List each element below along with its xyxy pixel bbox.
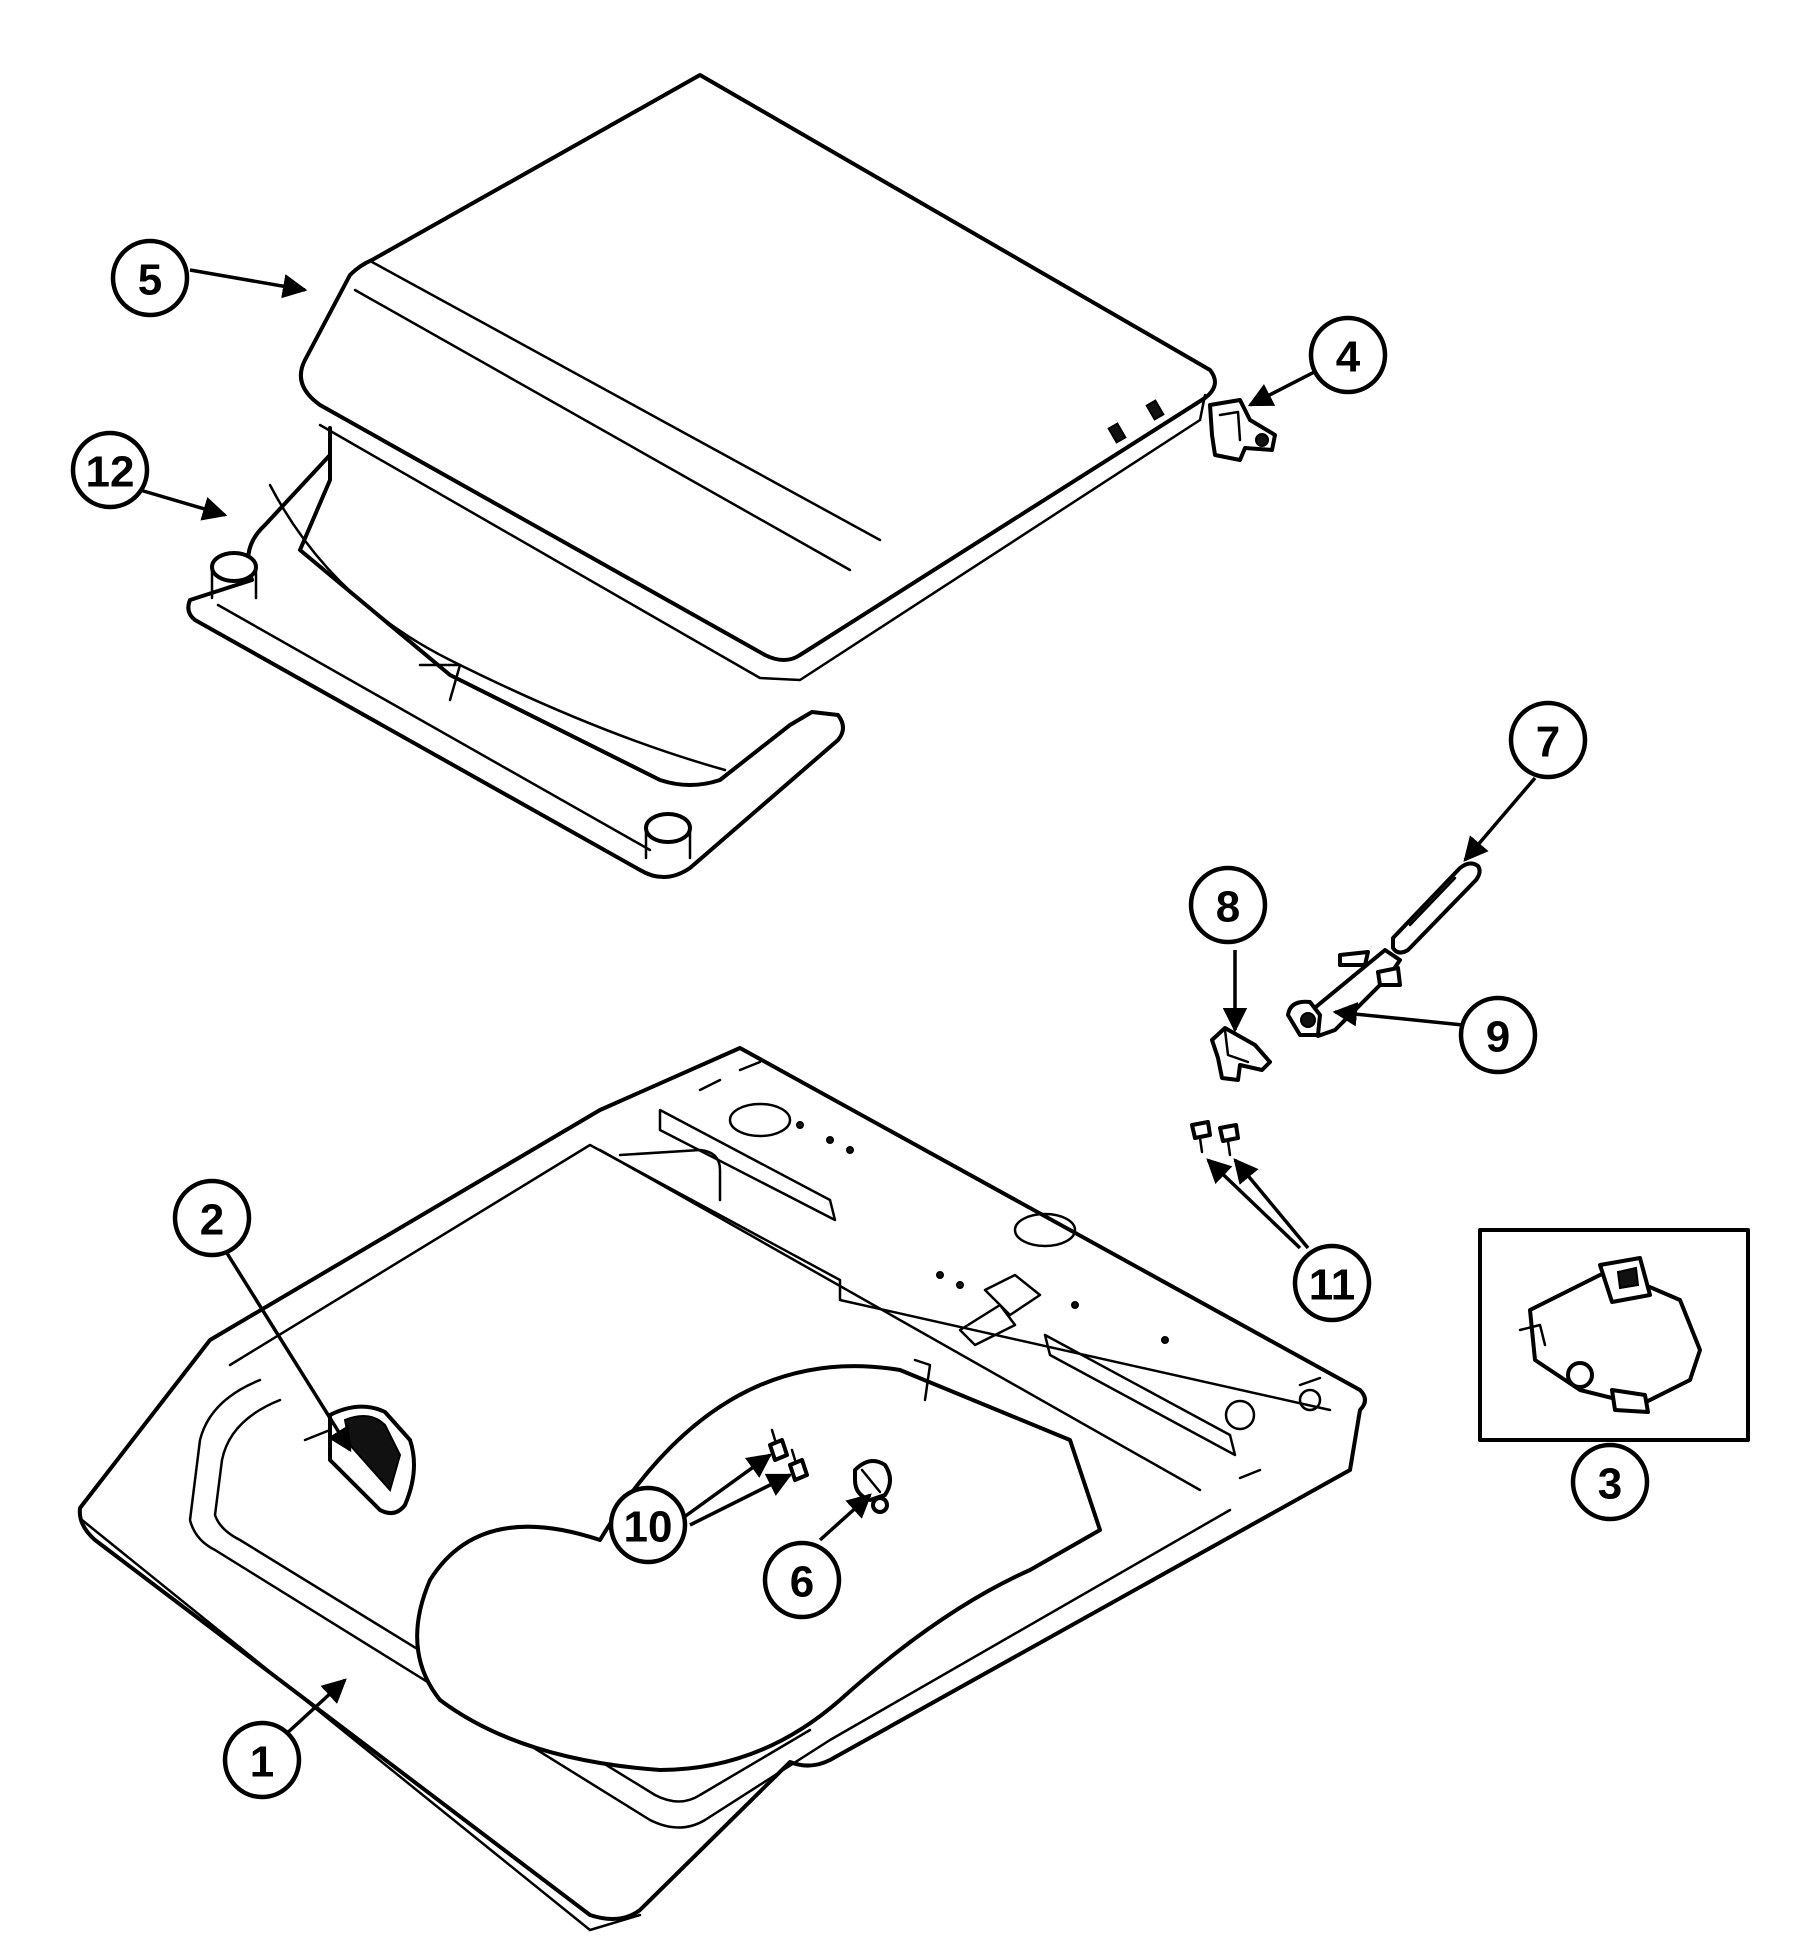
cap-part-6 (853, 1459, 892, 1514)
leader-5 (189, 268, 308, 299)
leader-6 (818, 1493, 872, 1542)
rod-part-7 (1391, 861, 1482, 955)
callout-label-4: 4 (1336, 333, 1361, 382)
latch-arm-part-9 (1286, 948, 1402, 1038)
callout-6: 6 (762, 1540, 842, 1620)
callout-label-7: 7 (1536, 718, 1560, 767)
leader-9 (1332, 1002, 1464, 1027)
callout-label-10: 10 (624, 1503, 673, 1552)
callout-5: 5 (110, 238, 190, 318)
callout-label-5: 5 (138, 256, 162, 305)
callout-10: 10 (608, 1485, 688, 1565)
strike-part-8 (1210, 1026, 1272, 1082)
leader-10a (678, 1453, 772, 1522)
screws-part-11 (1190, 1120, 1240, 1157)
callout-12: 12 (70, 430, 150, 510)
callout-3: 3 (1570, 1442, 1650, 1522)
callout-label-3: 3 (1598, 1460, 1622, 1509)
hinge-part-4 (1208, 398, 1277, 462)
callout-8: 8 (1188, 865, 1268, 945)
top-panel-part-1 (77, 1046, 1367, 1932)
callout-2: 2 (172, 1178, 252, 1258)
callout-label-12: 12 (86, 448, 135, 497)
callout-7: 7 (1508, 700, 1588, 780)
callout-9: 9 (1458, 995, 1538, 1075)
callout-label-1: 1 (250, 1738, 274, 1787)
screws-part-10 (768, 1428, 809, 1482)
frame-part-12 (186, 426, 845, 879)
callout-4: 4 (1308, 315, 1388, 395)
callout-label-11: 11 (1309, 1261, 1356, 1310)
leader-7 (1463, 776, 1537, 862)
callout-label-9: 9 (1486, 1013, 1510, 1062)
callout-1: 1 (222, 1720, 302, 1800)
leader-11a (1206, 1158, 1302, 1250)
leader-12 (139, 488, 228, 521)
leader-1 (283, 1678, 347, 1737)
callout-11: 11 (1292, 1243, 1372, 1323)
lid-part-5 (299, 73, 1217, 682)
callout-label-2: 2 (200, 1196, 224, 1245)
callout-label-8: 8 (1216, 883, 1240, 932)
leader-2 (223, 1249, 352, 1453)
leader-11b (1233, 1158, 1310, 1250)
leader-10b (689, 1473, 793, 1527)
callout-label-6: 6 (790, 1558, 814, 1607)
switch-inset-part-3 (1478, 1228, 1750, 1442)
